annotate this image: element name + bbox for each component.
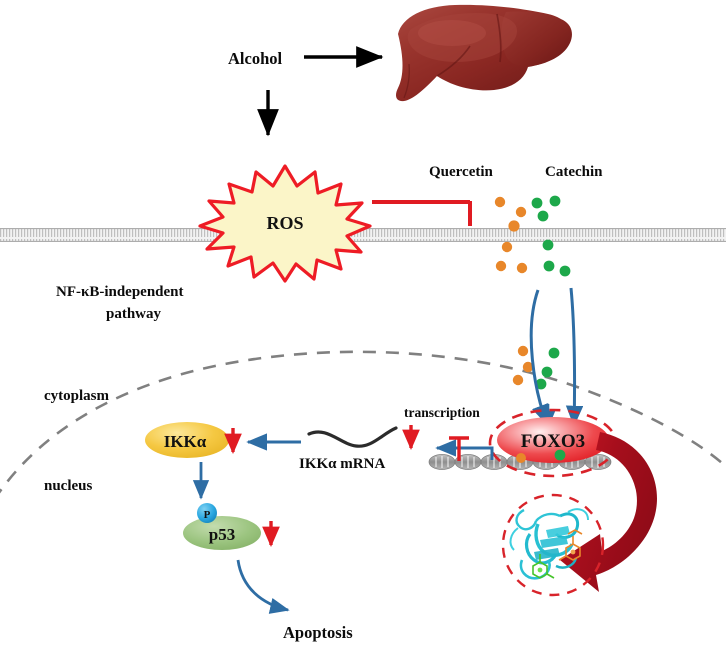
alcohol-label: Alcohol (228, 49, 283, 68)
catechin-to-foxo3-arrow (565, 287, 584, 427)
phospho-badge: P (197, 503, 217, 523)
quercetin-inhibition-arrow (372, 200, 472, 226)
ikka-label: IKKα (164, 432, 207, 451)
ikka-node[interactable]: IKKα (145, 422, 229, 458)
nuclear-envelope (0, 350, 726, 494)
foxo3-translocation-arrow (560, 432, 657, 592)
p53-label: p53 (209, 525, 235, 544)
foxo3-transcription-inhibition (435, 436, 494, 461)
ros-label: ROS (266, 213, 303, 233)
foxo3-label: FOXO3 (521, 431, 585, 452)
apoptosis-label: Apoptosis (283, 623, 353, 642)
nfkb-pathway-label-line1: NF-κB-independent (56, 284, 184, 300)
quercetin-to-foxo3-arrow (529, 289, 549, 426)
phospho-label: P (204, 509, 211, 521)
p53-node[interactable]: p53 (183, 516, 261, 550)
transcription-label: transcription (404, 405, 480, 420)
protein-dashed-circle (501, 493, 605, 597)
ros-starburst: ROS (198, 164, 372, 283)
catechin-dot-on-dna (554, 449, 566, 461)
quercetin-molecules-nucleus (512, 345, 534, 386)
foxo3-node[interactable]: FOXO3 (497, 417, 609, 463)
cytoplasm-label: cytoplasm (44, 388, 110, 404)
quercetin-dot-on-dna (516, 453, 526, 463)
ikka-mrna-label: IKKα mRNA (299, 456, 385, 472)
quercetin-label: Quercetin (429, 164, 494, 180)
foxo3-protein-ribbon-structure (509, 508, 589, 580)
nucleus-label: nucleus (44, 478, 93, 494)
liver-illustration (396, 4, 572, 102)
ikka-mrna-squiggle (307, 426, 398, 448)
p53-to-apoptosis-arrow (236, 559, 290, 614)
nfkb-pathway-label-line2: pathway (106, 306, 162, 322)
catechin-molecules (531, 195, 571, 277)
catechin-molecules-nucleus (535, 347, 560, 390)
catechin-label: Catechin (545, 164, 603, 180)
quercetin-molecules (494, 196, 528, 274)
